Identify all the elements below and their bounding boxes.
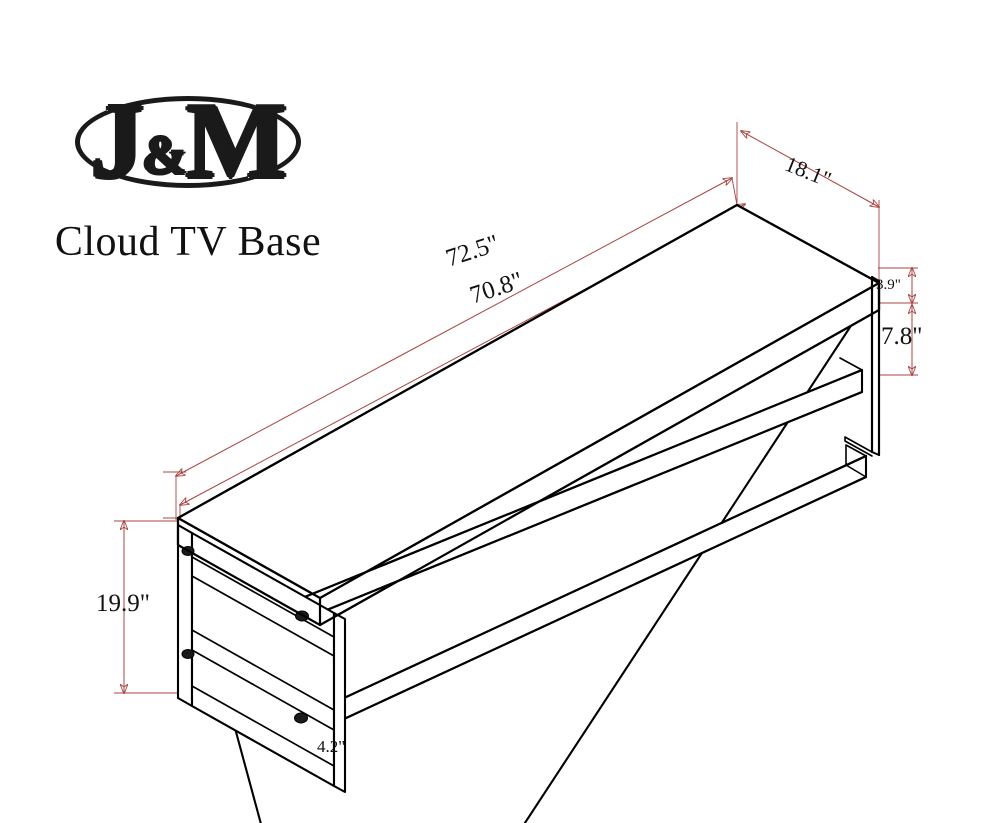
left-panel-shelf-lines [191, 556, 335, 787]
left-end-panel-right-edge [332, 611, 347, 794]
right-end-panel-foot [844, 436, 873, 457]
tv-stand-body [176, 203, 881, 823]
dimension-line-lower-height [878, 305, 918, 375]
bottom-shelf-back-line [301, 454, 868, 719]
dimension-line-total-height [114, 521, 178, 693]
middle-shelf-right-return [839, 357, 863, 371]
bottom-shelf-front-line [301, 475, 868, 740]
middle-shelf-front-line [234, 390, 864, 649]
assembly-hole-icon [294, 712, 308, 724]
dimension-line-shelf-gap [878, 268, 918, 303]
bottom-shelf-right-return [845, 444, 867, 478]
silhouette-outline [176, 203, 881, 627]
dimension-line-depth [736, 122, 879, 280]
assembly-hole-icon [181, 649, 195, 659]
middle-shelf-back-line [234, 368, 864, 627]
